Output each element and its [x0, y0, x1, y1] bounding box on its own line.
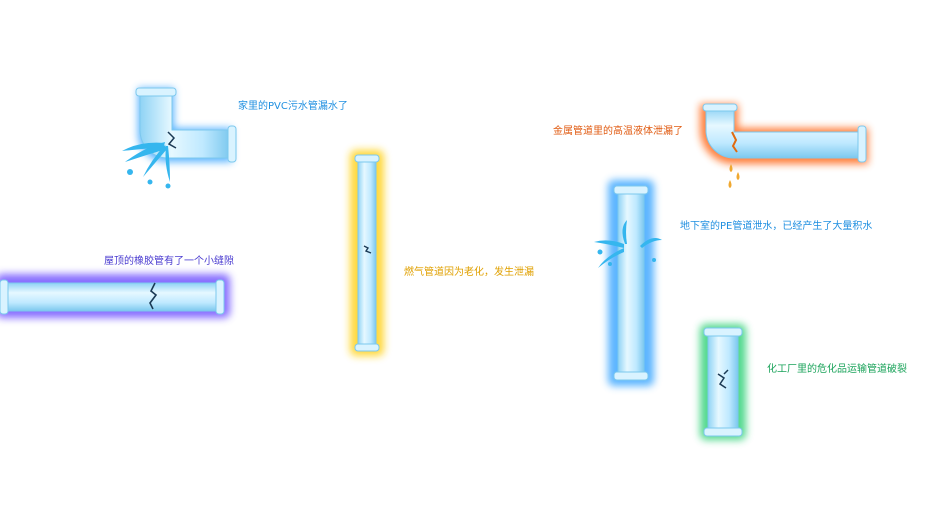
label-basement-leak: 地下室的PE管道泄水，已经产生了大量积水 — [680, 221, 873, 232]
label-metal-leak: 金属管道里的高温液体泄漏了 — [553, 126, 683, 137]
label-roof-crack: 屋顶的橡胶管有了一个小缝隙 — [104, 256, 234, 267]
gas-pipe — [350, 150, 384, 356]
label-pvc-leak: 家里的PVC污水管漏水了 — [238, 101, 348, 112]
metal-elbow-pipe — [699, 103, 868, 188]
crack-icon — [363, 245, 372, 254]
water-spray-icon — [122, 142, 171, 189]
chemical-pipe — [700, 324, 746, 440]
crack-icon — [717, 369, 729, 389]
drip-icon — [728, 164, 740, 188]
label-gas-aging: 燃气管道因为老化，发生泄漏 — [404, 267, 534, 278]
pe-pipe — [594, 180, 662, 386]
pvc-elbow-pipe — [122, 87, 237, 189]
rubber-pipe — [0, 274, 230, 318]
label-chemical-break: 化工厂里的危化品运输管道破裂 — [767, 364, 907, 375]
water-spray-icon — [594, 220, 662, 268]
crack-icon — [149, 282, 158, 310]
